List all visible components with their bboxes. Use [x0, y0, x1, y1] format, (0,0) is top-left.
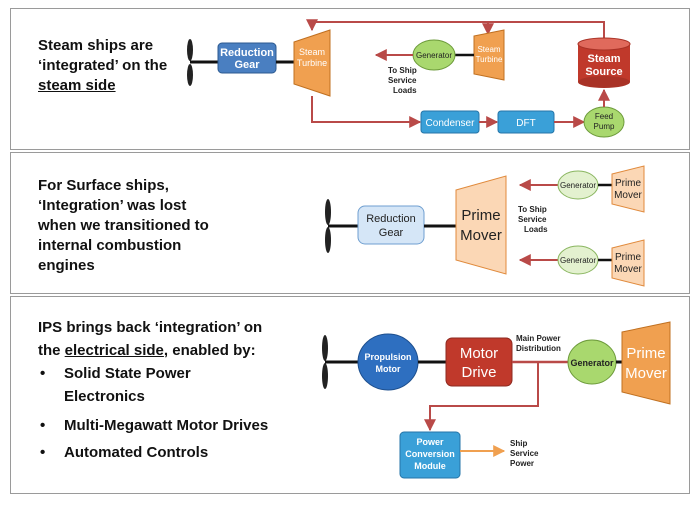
steam-source-label-2: Source — [585, 66, 622, 78]
ship-service-label-1: Ship — [510, 439, 527, 448]
reduction-gear-label-1: Reduction — [220, 47, 274, 59]
prime-mover-upper-label-1: Prime — [615, 178, 642, 189]
pcm-label-1: Power — [416, 437, 444, 447]
panel2-line5: engines — [38, 257, 95, 274]
prime-mover-shape — [621, 321, 671, 405]
generator-upper-label: Generator — [560, 181, 596, 190]
to-ship-service-3: Loads — [524, 225, 548, 234]
pcm-label-3: Module — [414, 461, 446, 471]
bullet-item: Multi-Megawatt Motor Drives — [38, 414, 268, 437]
panel1-text: Steam ships are ‘integrated’ on the stea… — [38, 36, 167, 96]
prime-mover-label-2: Mover — [460, 227, 502, 244]
panel2-line3: when we transitioned to — [38, 217, 209, 234]
steam-source-label-1: Steam — [587, 53, 620, 65]
reduction-gear-box — [217, 42, 277, 74]
main-power-label-2: Distribution — [516, 344, 561, 353]
panel2-line1: For Surface ships, — [38, 177, 169, 194]
motor-drive-label-2: Drive — [461, 364, 496, 381]
feed-pump-label-1: Feed — [595, 112, 613, 121]
ips-diagram: Propulsion Motor Motor Drive Main Power … — [322, 321, 671, 479]
steam-turbine-shape — [293, 29, 331, 97]
to-ship-service-1: To Ship — [518, 205, 547, 214]
generator-lower-label: Generator — [560, 256, 596, 265]
generator-label: Generator — [416, 51, 452, 60]
ship-service-label-2: Service — [510, 449, 539, 458]
generator-label: Generator — [570, 358, 614, 368]
reduction-gear-label-2: Gear — [234, 59, 260, 71]
panel1-line3: steam side — [38, 77, 116, 94]
condenser-label: Condenser — [426, 118, 476, 129]
reduction-gear-label-2: Gear — [379, 227, 404, 239]
prime-mover-upper-shape — [611, 165, 645, 213]
panel3-line1: IPS brings back ‘integration’ on — [38, 319, 263, 336]
bullet-item: Automated Controls — [38, 441, 268, 464]
steam-turbine-label-2: Turbine — [297, 58, 327, 68]
prime-mover-lower-shape — [611, 239, 645, 287]
panel2-text: For Surface ships, ‘Integration’ was los… — [38, 176, 209, 276]
steam-turbine-label-1: Steam — [299, 47, 325, 57]
propulsion-motor-label-2: Motor — [376, 364, 401, 374]
ship-service-label-3: Power — [510, 459, 534, 468]
prime-mover-upper-label-2: Mover — [614, 190, 642, 201]
bullet-text-cont: Electronics — [64, 388, 145, 405]
motor-drive-label-1: Motor — [460, 345, 498, 362]
prime-mover-shape — [455, 175, 507, 275]
steam-side-diagram: Reduction Gear Steam Turbine Steam Turbi… — [187, 19, 631, 138]
steam-turbine-small-shape — [473, 29, 505, 81]
bullet-text: Solid State Power — [64, 365, 191, 382]
panel3-text: IPS brings back ‘integration’ on the ele… — [38, 316, 268, 464]
reduction-gear-label-1: Reduction — [366, 213, 416, 225]
propulsion-motor-shape — [357, 333, 419, 391]
combustion-diagram: Reduction Gear Prime Mover To Ship Servi… — [325, 165, 645, 287]
prime-mover-label-1: Prime — [626, 345, 665, 362]
steam-source-cylinder — [577, 37, 631, 88]
propeller-icon — [322, 335, 358, 389]
propulsion-motor-label-1: Propulsion — [365, 352, 412, 362]
prime-mover-label-2: Mover — [625, 365, 667, 382]
panel2-line2: ‘Integration’ was lost — [38, 197, 187, 214]
panel3-line2-underlined: electrical side — [64, 342, 164, 359]
panel2-line4: internal combustion — [38, 237, 182, 254]
dft-label: DFT — [516, 118, 535, 129]
steam-turbine-small-label-1: Steam — [477, 45, 500, 54]
prime-mover-lower-label-1: Prime — [615, 252, 642, 263]
prime-mover-lower-label-2: Mover — [614, 264, 642, 275]
pcm-label-2: Conversion — [405, 449, 455, 459]
prime-mover-label-1: Prime — [461, 207, 500, 224]
panel3-line2-suffix: , enabled by: — [163, 342, 256, 359]
steam-turbine-small-label-2: Turbine — [476, 55, 503, 64]
to-ship-service-1: To Ship — [388, 66, 417, 75]
propeller-icon — [187, 39, 220, 86]
pcm-box — [399, 431, 461, 479]
to-ship-service-2: Service — [388, 76, 417, 85]
panel1-line1: Steam ships are — [38, 37, 154, 54]
feed-pump-label-2: Pump — [594, 122, 615, 131]
panel3-line2: the electrical side, enabled by: — [38, 339, 268, 362]
panel1-line2: ‘integrated’ on the — [38, 57, 168, 74]
main-power-label-1: Main Power — [516, 334, 560, 343]
to-ship-service-3: Loads — [393, 86, 417, 95]
panel3-line2-prefix: the — [38, 342, 65, 359]
propeller-icon — [325, 199, 358, 253]
to-ship-service-2: Service — [518, 215, 547, 224]
